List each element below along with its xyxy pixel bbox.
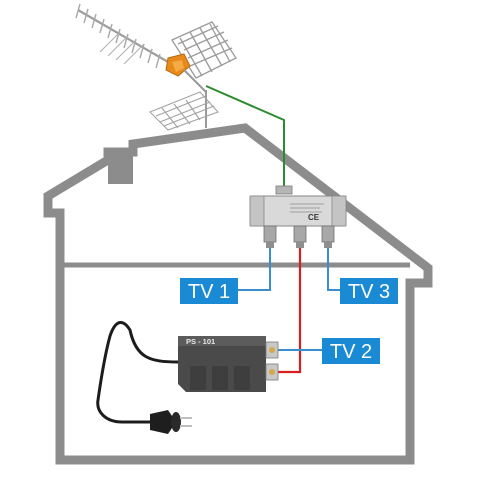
- power-cord: [96, 321, 179, 424]
- power-supply-label: PS - 101: [186, 337, 215, 346]
- tv1-cable: [238, 248, 271, 291]
- svg-text:TV 2: TV 2: [330, 341, 372, 363]
- antenna-cable: [205, 85, 285, 190]
- house-outline: [43, 123, 433, 465]
- tv2-label: TV 2: [322, 338, 380, 364]
- power-supply-unit-icon: PS - 101: [178, 336, 279, 392]
- euro-plug-icon: [150, 410, 192, 434]
- yagi-antenna-icon: [75, 3, 237, 131]
- tv1-label: TV 1: [180, 278, 238, 304]
- tv3-label: TV 3: [340, 278, 398, 304]
- svg-text:TV 3: TV 3: [348, 281, 390, 303]
- tv2-cable-red: [276, 248, 302, 374]
- tv3-cable: [327, 248, 340, 291]
- ce-mark: CE: [308, 213, 320, 222]
- chimney: [108, 150, 133, 184]
- 3-way-splitter-icon: CE: [249, 185, 347, 248]
- svg-text:TV 1: TV 1: [188, 281, 230, 303]
